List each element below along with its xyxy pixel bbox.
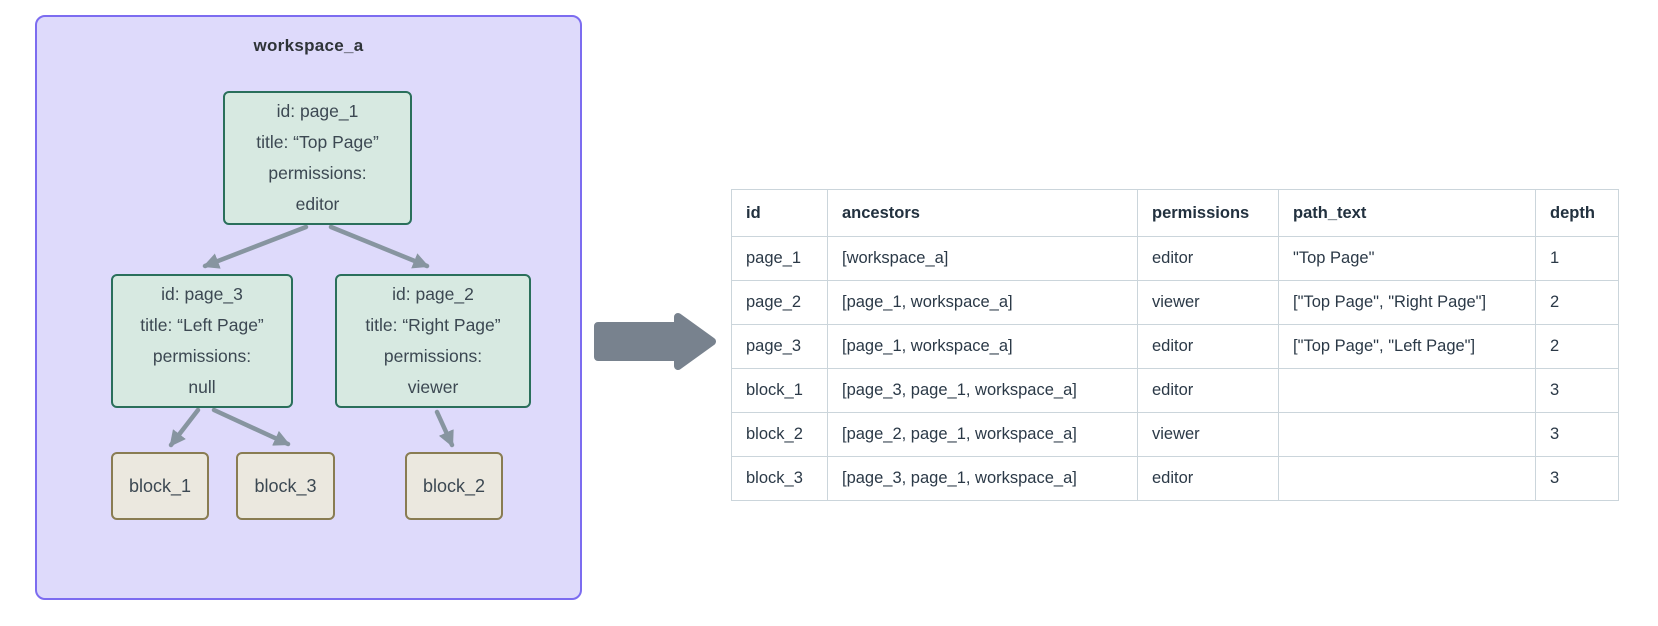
table-cell: 1 [1535,236,1619,281]
node-line: editor [295,194,340,214]
node-line: title: “Left Page” [140,315,264,335]
table-cell: 2 [1535,324,1619,369]
table-cell: page_1 [731,236,828,281]
table-cell: ["Top Page", "Left Page"] [1278,324,1536,369]
table-cell: [page_1, workspace_a] [827,324,1138,369]
table-cell [1278,412,1536,457]
table-cell: ["Top Page", "Right Page"] [1278,280,1536,325]
table-cell: editor [1137,324,1279,369]
node-line: permissions: [268,163,367,183]
table-cell: [page_3, page_1, workspace_a] [827,368,1138,413]
node-line: id: page_2 [392,284,474,304]
table-cell: [workspace_a] [827,236,1138,281]
table-cell: "Top Page" [1278,236,1536,281]
node-page-1: id: page_1 title: “Top Page” permissions… [223,91,412,225]
node-line: id: page_1 [276,101,359,121]
table-row: block_1 [page_3, page_1, workspace_a] ed… [731,368,1619,413]
table-cell: editor [1137,456,1279,501]
table-cell [1278,368,1536,413]
table-cell: page_2 [731,280,828,325]
table-cell: 2 [1535,280,1619,325]
table-cell: block_1 [731,368,828,413]
table-row: block_3 [page_3, page_1, workspace_a] ed… [731,456,1619,501]
big-right-arrow-icon [594,313,716,370]
node-label: block_3 [254,475,317,496]
table-header-row: id ancestors permissions path_text depth [731,189,1619,237]
table-cell: block_2 [731,412,828,457]
table-cell: editor [1137,236,1279,281]
node-page-2: id: page_2 title: “Right Page” permissio… [335,274,531,408]
table-cell [1278,456,1536,501]
table-cell: [page_2, page_1, workspace_a] [827,412,1138,457]
node-line: title: “Right Page” [365,315,501,335]
workspace-label: workspace_a [253,36,364,55]
node-line: viewer [407,377,459,397]
table-cell: viewer [1137,280,1279,325]
node-block-3: block_3 [236,452,335,520]
table-cell: page_3 [731,324,828,369]
node-label: block_1 [128,475,192,496]
table-cell: [page_1, workspace_a] [827,280,1138,325]
table-row: page_3 [page_1, workspace_a] editor ["To… [731,324,1619,369]
node-line: permissions: [383,346,483,366]
table-row: page_1 [workspace_a] editor "Top Page" 1 [731,236,1619,281]
node-label: block_2 [422,475,486,496]
table-cell: block_3 [731,456,828,501]
node-block-1: block_1 [111,452,209,520]
node-block-2: block_2 [405,452,503,520]
table-cell: 3 [1535,368,1619,413]
table-header-depth: depth [1535,189,1619,237]
table-cell: [page_3, page_1, workspace_a] [827,456,1138,501]
node-line: title: “Top Page” [256,132,379,152]
table-header-permissions: permissions [1137,189,1279,237]
node-line: id: page_3 [161,284,243,304]
table-cell: editor [1137,368,1279,413]
table-header-id: id [731,189,828,237]
node-line: permissions: [152,346,252,366]
node-line: null [188,377,216,397]
table-cell: 3 [1535,456,1619,501]
result-table: id ancestors permissions path_text depth… [731,189,1619,501]
table-header-path-text: path_text [1278,189,1536,237]
table-header-ancestors: ancestors [827,189,1138,237]
table-row: page_2 [page_1, workspace_a] viewer ["To… [731,280,1619,325]
table-cell: viewer [1137,412,1279,457]
node-page-3: id: page_3 title: “Left Page” permission… [111,274,293,408]
table-row: block_2 [page_2, page_1, workspace_a] vi… [731,412,1619,457]
table-cell: 3 [1535,412,1619,457]
